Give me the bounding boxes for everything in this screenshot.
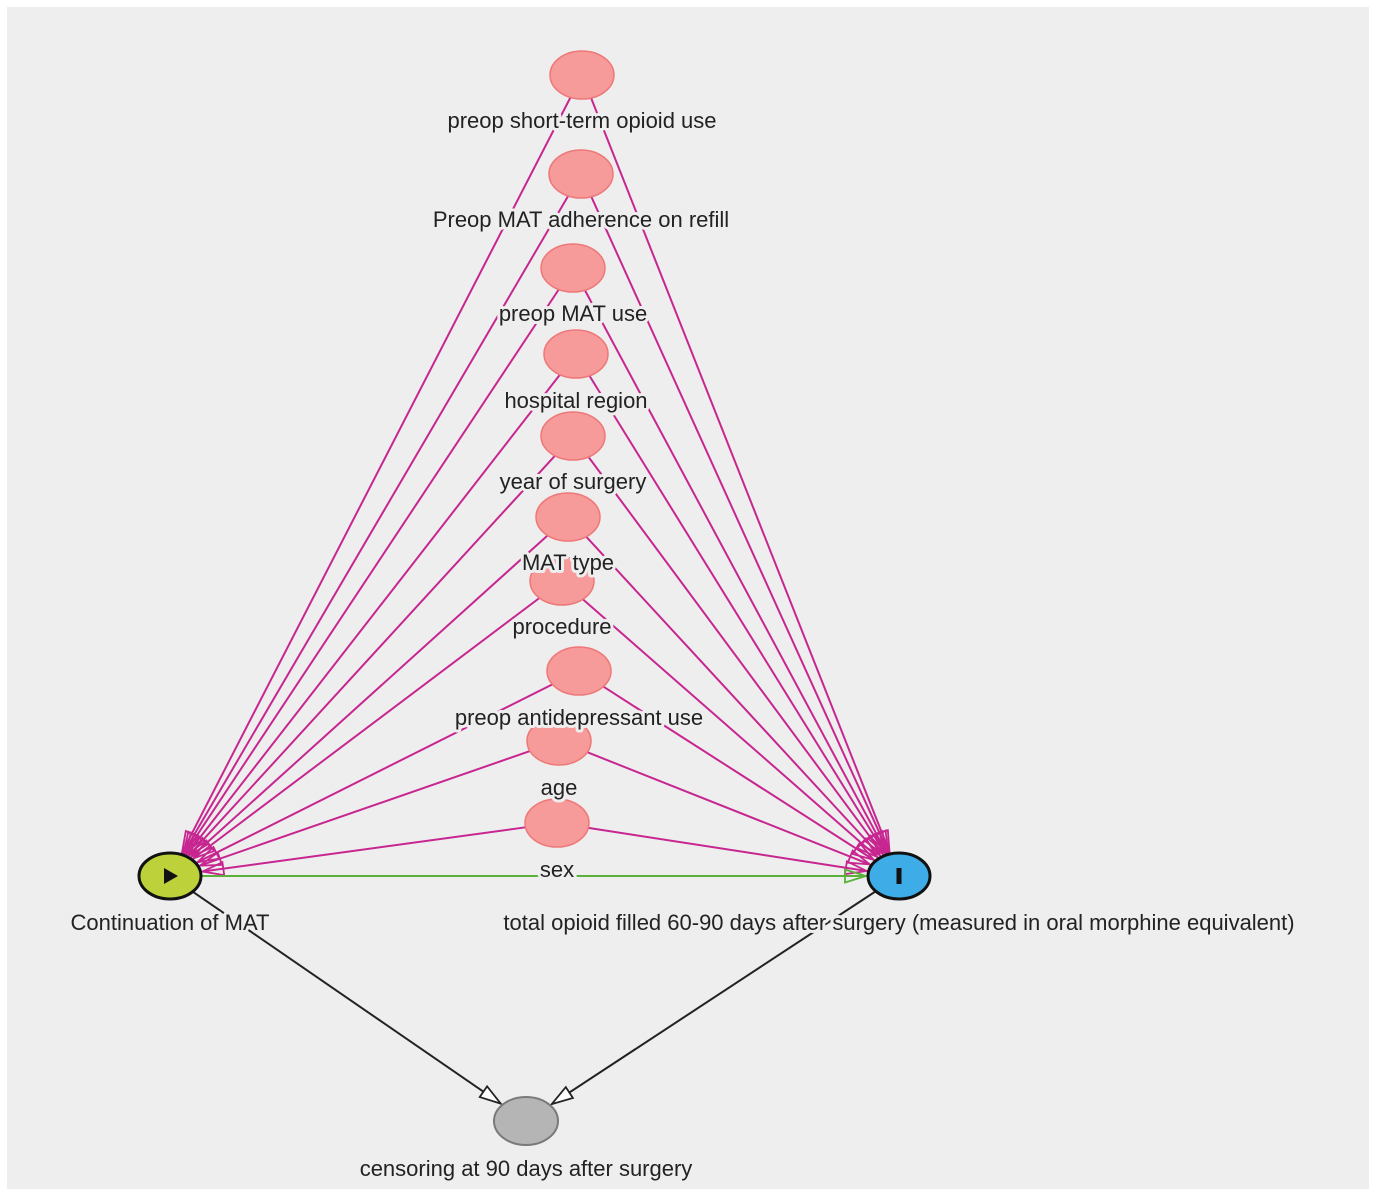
node-outcome[interactable] — [866, 851, 932, 901]
node-antidep[interactable] — [546, 646, 612, 696]
node-hospital_region[interactable] — [543, 329, 609, 379]
node-label-preop_mat_adh: Preop MAT adherence on refill — [433, 207, 729, 232]
edge-age-to-outcome — [586, 751, 873, 866]
edge-preop_mat_adh-to-exposure — [181, 195, 569, 856]
node-label-preop_mat_use: preop MAT use — [499, 301, 647, 326]
node-label-age: age — [541, 775, 578, 800]
node-label-procedure: procedure — [512, 614, 611, 639]
node-censor[interactable] — [493, 1096, 559, 1146]
node-preop_mat_use[interactable] — [540, 243, 606, 293]
arrowhead — [197, 851, 224, 867]
node-label-hospital_region: hospital region — [504, 388, 647, 413]
edge-antidep-to-outcome — [602, 685, 877, 862]
edge-exposure-to-censor — [192, 890, 504, 1106]
node-label-mat_type: MAT type — [522, 550, 614, 575]
edges-layer — [180, 96, 891, 1106]
node-preop_mat_adh[interactable] — [548, 149, 614, 199]
node-label-year_surgery: year of surgery — [500, 469, 647, 494]
node-label-exposure: Continuation of MAT — [71, 910, 270, 935]
edge-preop_mat_adh-to-outcome — [590, 196, 890, 856]
arrowhead — [851, 841, 877, 862]
edge-procedure-to-exposure — [190, 597, 541, 861]
node-mat_type[interactable] — [535, 492, 601, 542]
play-icon — [164, 868, 178, 884]
edge-outcome-to-censor — [549, 890, 877, 1106]
edge-sex-to-exposure — [199, 826, 526, 877]
node-procedure[interactable] — [529, 556, 595, 606]
bar-icon — [896, 868, 902, 884]
node-label-outcome: total opioid filled 60-90 days after sur… — [503, 910, 1294, 935]
diagram-canvas — [7, 7, 1369, 1189]
arrowhead — [549, 1085, 575, 1106]
nodes-layer — [137, 50, 932, 1146]
edge-hospital_region-to-outcome — [588, 375, 887, 856]
node-exposure[interactable] — [137, 851, 203, 901]
node-label-censor: censoring at 90 days after surgery — [360, 1156, 693, 1181]
edge-preop_mat_use-to-exposure — [183, 288, 560, 857]
edge-mat_type-to-exposure — [188, 534, 549, 859]
edge-age-to-exposure — [197, 750, 531, 867]
edge-exposure-to-outcome — [201, 868, 870, 884]
edge-sex-to-outcome — [588, 826, 870, 876]
edge-year_surgery-to-exposure — [186, 455, 556, 858]
edge-mat_type-to-outcome — [585, 536, 883, 858]
edge-hospital_region-to-exposure — [184, 374, 561, 857]
node-label-preop_short: preop short-term opioid use — [447, 108, 716, 133]
arrowhead — [478, 1084, 504, 1106]
arrowhead — [190, 839, 216, 861]
node-label-antidep: preop antidepressant use — [455, 705, 703, 730]
node-age[interactable] — [526, 716, 592, 766]
node-preop_short[interactable] — [549, 50, 615, 100]
arrowhead — [199, 860, 226, 877]
arrowhead — [844, 868, 870, 884]
arrowhead — [846, 849, 873, 866]
node-sex[interactable] — [524, 798, 590, 848]
node-year_surgery[interactable] — [540, 411, 606, 461]
node-label-sex: sex — [540, 857, 574, 882]
